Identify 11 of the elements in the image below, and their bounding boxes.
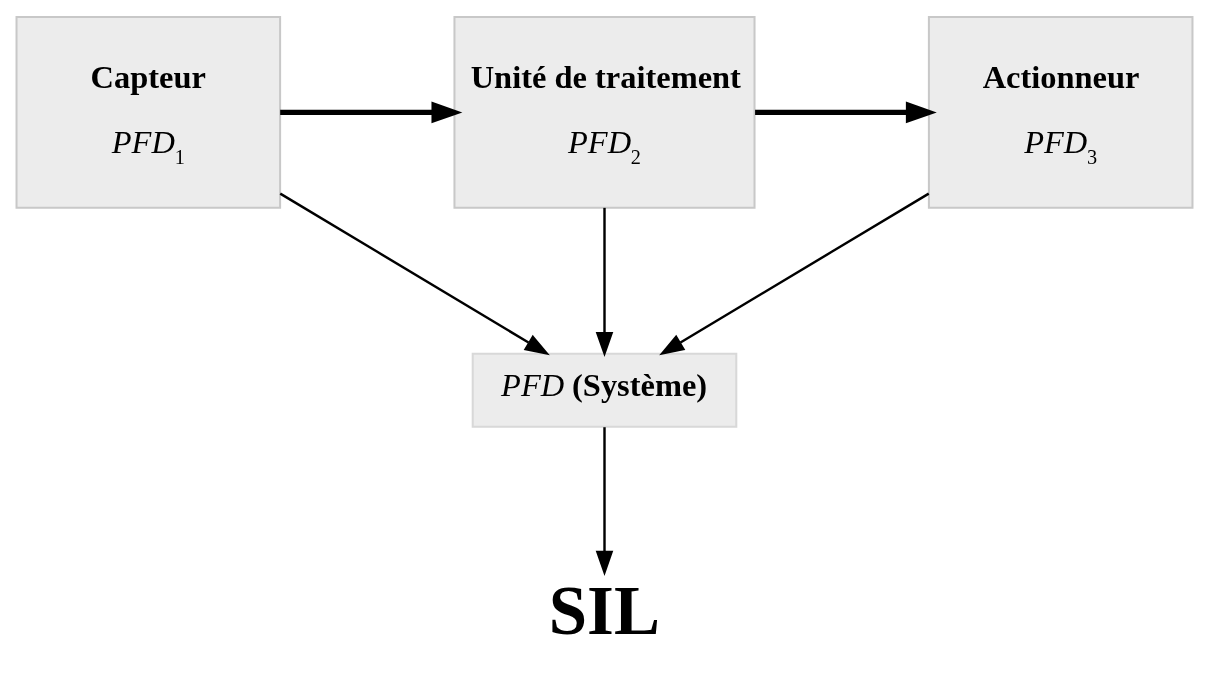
arrow: [280, 101, 463, 123]
node-box: Unité de traitement PFD$_{2}$: [453, 15, 756, 209]
node-box: Actionneur PFD$_{3}$: [927, 15, 1194, 209]
node-text: SIL: [548, 572, 660, 649]
node-box: PFD (Système): [471, 352, 738, 428]
arrow: [595, 207, 614, 357]
arrow: [279, 192, 550, 355]
arrow: [595, 426, 614, 576]
arrow: [659, 192, 930, 355]
node-box: Capteur PFD$_{1}$: [15, 15, 282, 209]
arrow: [755, 101, 937, 123]
